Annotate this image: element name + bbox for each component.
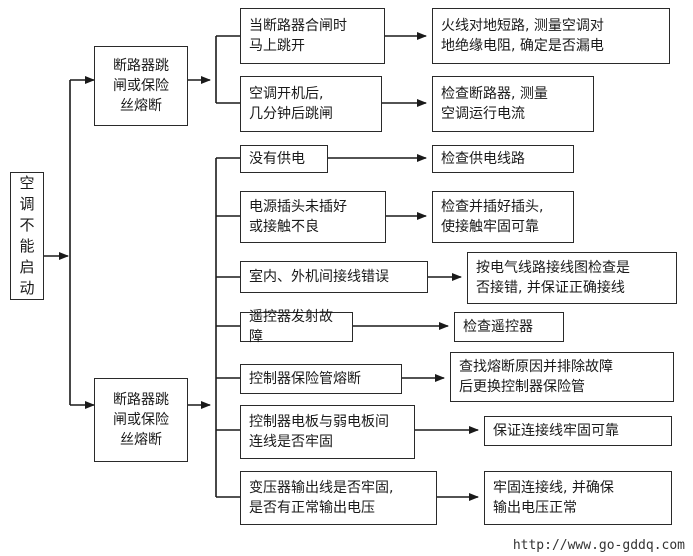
- root-node-box: 空 调 不 能 启 动: [10, 172, 44, 300]
- action-box-5: 按电气线路接线图检查是 否接错, 并保证正确接线: [467, 252, 677, 304]
- cause-box-3: 没有供电: [240, 145, 328, 173]
- cause-box-2: 空调开机后, 几分钟后跳闸: [240, 76, 382, 132]
- action-box-8: 保证连接线牢固可靠: [484, 416, 672, 446]
- root-node-label: 空 调 不 能 启 动: [19, 174, 35, 297]
- cause-label-3: 没有供电: [249, 151, 305, 167]
- action-label-5: 按电气线路接线图检查是 否接错, 并保证正确接线: [476, 260, 630, 296]
- cause-label-1: 当断路器合闸时 马上跳开: [249, 18, 347, 54]
- cause-label-4: 电源插头未插好 或接触不良: [249, 199, 347, 235]
- cause-box-4: 电源插头未插好 或接触不良: [240, 191, 386, 243]
- cause-box-1: 当断路器合闸时 马上跳开: [240, 8, 385, 64]
- action-label-9: 牢固连接线, 并确保 输出电压正常: [493, 480, 614, 516]
- action-label-7: 查找熔断原因并排除故障 后更换控制器保险管: [459, 359, 613, 395]
- cause-box-7: 控制器保险管熔断: [240, 364, 402, 394]
- cause-box-9: 变压器输出线是否牢固, 是否有正常输出电压: [240, 471, 437, 525]
- action-box-2: 检查断路器, 测量 空调运行电流: [432, 76, 594, 132]
- action-label-8: 保证连接线牢固可靠: [493, 423, 619, 439]
- cause-label-8: 控制器电板与弱电板间 连线是否牢固: [249, 414, 389, 450]
- watermark-url: http://www.go-gddq.com: [512, 538, 685, 553]
- action-box-6: 检查遥控器: [454, 312, 564, 342]
- cause-box-5: 室内、外机间接线错误: [240, 261, 428, 293]
- action-box-9: 牢固连接线, 并确保 输出电压正常: [484, 471, 672, 525]
- action-box-1: 火线对地短路, 测量空调对 地绝缘电阻, 确定是否漏电: [432, 8, 670, 64]
- cause-label-5: 室内、外机间接线错误: [249, 269, 389, 285]
- category-b-label: 断路器跳 闸或保险 丝熔断: [113, 392, 169, 448]
- action-label-4: 检查并插好插头, 使接触牢固可靠: [441, 199, 544, 235]
- category-a-label: 断路器跳 闸或保险 丝熔断: [113, 58, 169, 114]
- cause-box-6: 遥控器发射故障: [240, 309, 353, 345]
- cause-label-7: 控制器保险管熔断: [249, 371, 361, 387]
- category-b-box: 断路器跳 闸或保险 丝熔断: [94, 378, 188, 462]
- cause-label-2: 空调开机后, 几分钟后跳闸: [249, 86, 333, 122]
- cause-label-6: 遥控器发射故障: [249, 309, 333, 345]
- action-box-7: 查找熔断原因并排除故障 后更换控制器保险管: [450, 352, 674, 402]
- action-label-6: 检查遥控器: [463, 319, 533, 335]
- action-box-4: 检查并插好插头, 使接触牢固可靠: [432, 191, 574, 243]
- action-label-3: 检查供电线路: [441, 151, 525, 167]
- cause-box-8: 控制器电板与弱电板间 连线是否牢固: [240, 405, 415, 459]
- cause-label-9: 变压器输出线是否牢固, 是否有正常输出电压: [249, 480, 394, 516]
- action-label-1: 火线对地短路, 测量空调对 地绝缘电阻, 确定是否漏电: [441, 18, 604, 54]
- action-label-2: 检查断路器, 测量 空调运行电流: [441, 86, 548, 122]
- category-a-box: 断路器跳 闸或保险 丝熔断: [94, 46, 188, 126]
- action-box-3: 检查供电线路: [432, 145, 574, 173]
